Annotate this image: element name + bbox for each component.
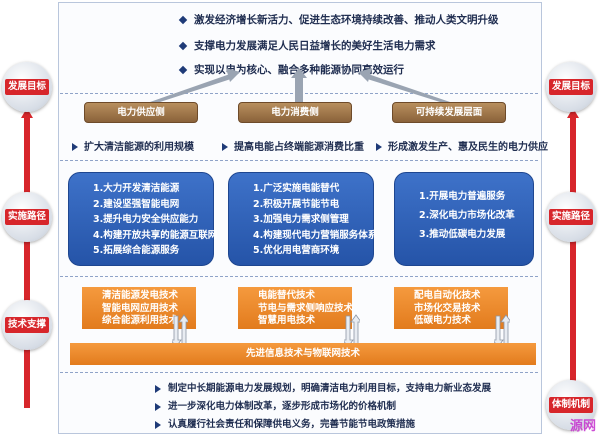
side-label-goals-right: 发展目标 — [546, 62, 596, 112]
header-sustainable: 可持续发展层面 — [392, 102, 506, 123]
goal-2: 支撑电力发展满足人民日益增长的美好生活电力需求 — [178, 38, 436, 53]
mechanism-3: 认真履行社会责任和保障供电义务，完善节能节电政策措施 — [155, 416, 415, 430]
divider-paths — [60, 160, 538, 161]
paths-supply: 1.大力开发清洁能源 2.建设坚强智能电网 3.提升电力安全供应能力 4.构建开… — [68, 172, 217, 266]
triangle-bullet-icon — [72, 143, 78, 151]
subgoal-demand: 提高电能占终端能源消费比重 — [222, 138, 364, 153]
tech-demand: 电能替代技术 节电与需求侧响应技术 智慧用电技术 — [238, 287, 353, 329]
left-flow-arrow-icon — [21, 108, 33, 408]
tech-supply: 清洁能源发电技术 智能电网应用技术 综合能源利用技术 — [82, 287, 196, 329]
side-label-tech-left: 技术支撑 — [2, 300, 52, 350]
right-flow-arrow-icon — [567, 108, 579, 408]
dual-arrow-icon — [344, 314, 360, 348]
shared-tech-bar: 先进信息技术与物联网技术 — [70, 343, 536, 365]
triangle-bullet-icon — [376, 143, 382, 151]
header-supply-side: 电力供应侧 — [84, 102, 198, 123]
triangle-bullet-icon — [155, 384, 161, 393]
triangle-bullet-icon — [155, 402, 161, 411]
side-label-paths-left: 实施路径 — [2, 192, 52, 242]
diamond-bullet-icon — [178, 15, 188, 25]
diamond-bullet-icon — [178, 41, 188, 51]
up-arrows-icon — [150, 68, 450, 102]
watermark: 源网 — [569, 419, 596, 434]
header-demand-side: 电力消费侧 — [238, 102, 352, 123]
tech-sustainable: 配电自动化技术 市场化交易技术 低碳电力技术 — [394, 287, 508, 329]
divider-tech — [60, 276, 538, 277]
paths-demand: 1.广泛实施电能替代 2.积极开展节能节电 3.加强电力需求侧管理 4.构建现代… — [228, 172, 377, 266]
goal-1: 激发经济增长新活力、促进生态环境持续改善、推动人类文明升级 — [178, 12, 499, 27]
divider-mechanisms — [60, 372, 538, 373]
subgoal-sustainable: 形成激发生产、惠及民生的电力供应 — [376, 138, 548, 153]
side-label-goals-left: 发展目标 — [2, 62, 52, 112]
paths-sustainable: 1.开展电力普遍服务 2.深化电力市场化改革 3.推动低碳电力发展 — [394, 172, 534, 266]
side-label-paths-right: 实施路径 — [546, 192, 596, 242]
mechanism-1: 制定中长期能源电力发展规划，明确清洁电力利用目标，支持电力新业态发展 — [155, 380, 491, 394]
mechanism-2: 进一步深化电力体制改革，逐步形成市场化的价格机制 — [155, 398, 396, 412]
side-label-mechanisms-right: 体制机制 — [546, 380, 596, 430]
triangle-bullet-icon — [222, 143, 228, 151]
triangle-bullet-icon — [155, 420, 161, 429]
subgoal-supply: 扩大清洁能源的利用规模 — [72, 138, 194, 153]
